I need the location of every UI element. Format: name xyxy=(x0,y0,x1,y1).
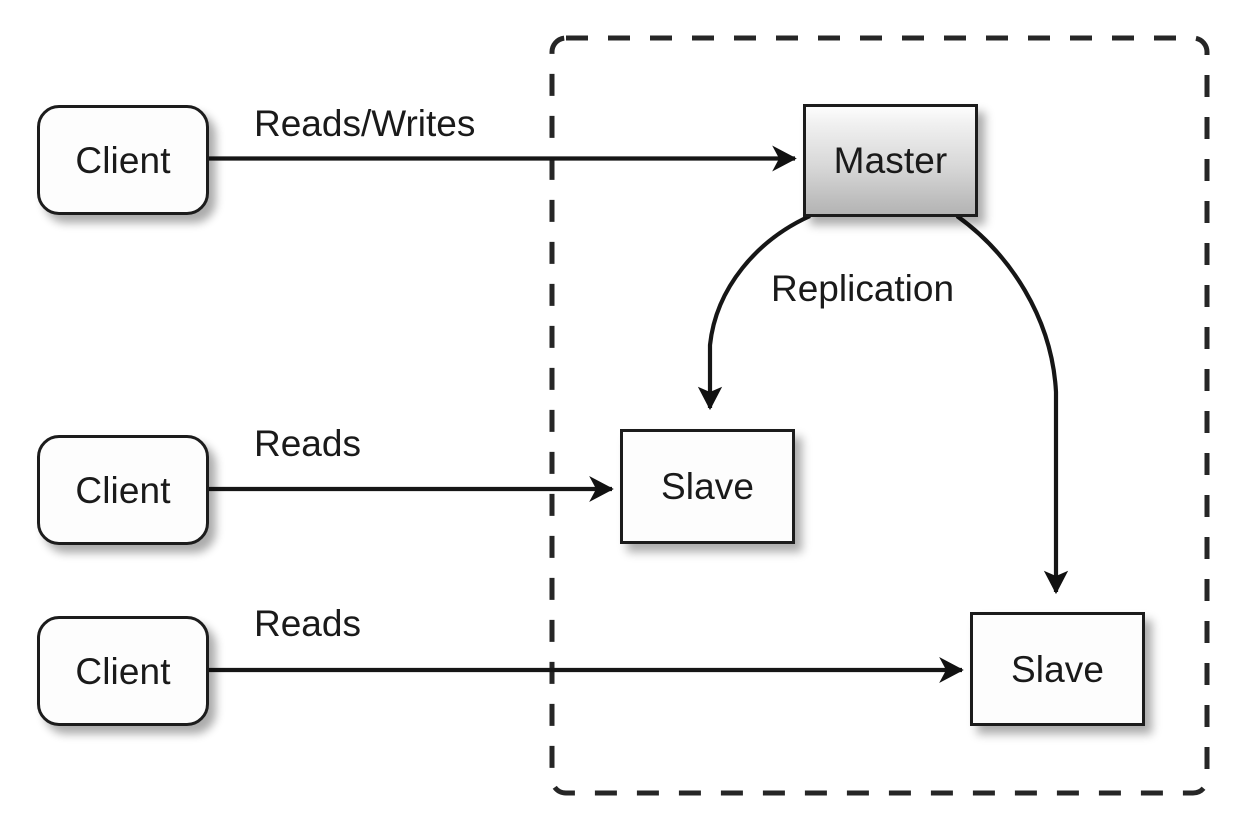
replication-cluster-boundary xyxy=(549,35,1210,796)
edge-master-to-slave-bottom xyxy=(955,214,1069,595)
edge-master-to-slave-top xyxy=(697,214,811,411)
node-slave-bottom[interactable]: Slave xyxy=(970,612,1145,726)
node-master-label: Master xyxy=(833,140,948,181)
node-client-middle[interactable]: Client xyxy=(37,435,209,545)
edge-label-replication: Replication xyxy=(771,268,955,309)
node-master[interactable]: Master xyxy=(803,104,978,217)
node-client-bottom-label: Client xyxy=(75,650,171,692)
node-slave-top[interactable]: Slave xyxy=(620,429,795,544)
node-client-top-label: Client xyxy=(75,139,171,181)
node-client-middle-label: Client xyxy=(75,469,171,511)
edge-label-reads-writes: Reads/Writes xyxy=(254,103,476,144)
node-slave-bottom-label: Slave xyxy=(1010,648,1105,690)
node-client-top[interactable]: Client xyxy=(37,105,209,215)
edge-label-reads-middle: Reads xyxy=(254,423,361,464)
node-slave-top-label: Slave xyxy=(660,466,755,507)
node-client-bottom[interactable]: Client xyxy=(37,616,209,726)
edge-label-reads-bottom: Reads xyxy=(254,603,361,644)
